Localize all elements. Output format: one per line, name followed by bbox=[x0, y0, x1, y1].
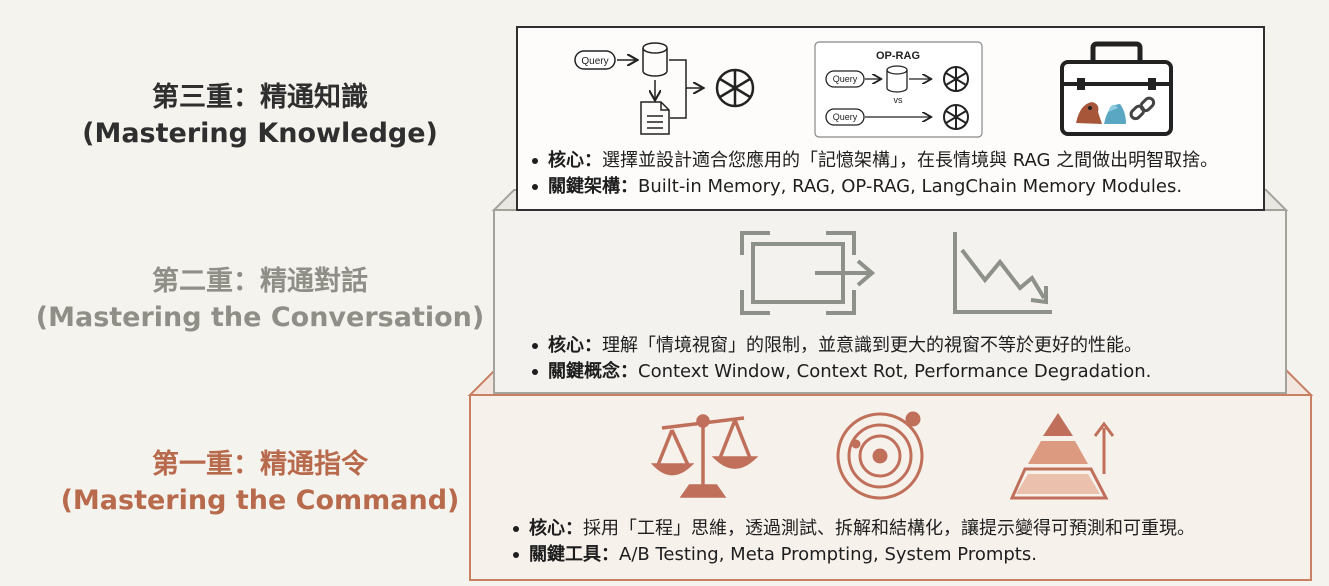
expanding-window-icon bbox=[740, 231, 876, 315]
vs-label: vs bbox=[894, 95, 904, 105]
tier1-core-text: 採用「工程」思維，透過測試、拆解和結構化，讓提示變得可預測和可重現。 bbox=[583, 518, 1195, 539]
tier3-bullets: 核心： 選擇並設計適合您應用的「記憶架構」，在長情境與 RAG 之間做出明智取捨… bbox=[532, 148, 1218, 200]
tier2-core-row: 核心： 理解「情境視窗」的限制，並意識到更大的視窗不等於更好的性能。 bbox=[532, 333, 1151, 359]
tier3-title-en: (Mastering Knowledge) bbox=[82, 118, 438, 149]
tier1-bullets: 核心： 採用「工程」思維，透過測試、拆解和結構化，讓提示變得可預測和可重現。 關… bbox=[513, 516, 1195, 568]
tier3-core-text: 選擇並設計適合您應用的「記憶架構」，在長情境與 RAG 之間做出明智取捨。 bbox=[602, 150, 1219, 171]
tier1-title-en: (Mastering the Command) bbox=[60, 485, 460, 516]
tier2-core-key: 核心： bbox=[548, 335, 602, 356]
declining-chart-icon bbox=[953, 232, 1052, 314]
tier3-key-text: Built-in Memory, RAG, OP-RAG, LangChain … bbox=[638, 176, 1183, 197]
openai-logo-icon bbox=[715, 68, 755, 108]
tier3-core-row: 核心： 選擇並設計適合您應用的「記憶架構」，在長情境與 RAG 之間做出明智取捨… bbox=[532, 148, 1218, 174]
tier3-key-row: 關鍵架構： Built-in Memory, RAG, OP-RAG, Lang… bbox=[532, 174, 1218, 200]
tier2-core-text: 理解「情境視窗」的限制，並意識到更大的視窗不等於更好的性能。 bbox=[602, 335, 1142, 356]
bullet-dot bbox=[532, 343, 538, 349]
tier2-key-text: Context Window, Context Rot, Performance… bbox=[638, 361, 1152, 382]
bullet-dot bbox=[532, 158, 538, 164]
openai-logo-icon bbox=[943, 104, 969, 130]
tier2-title-zh: 第二重：精通對話 bbox=[152, 266, 368, 297]
tier3-title: 第三重：精通知識 (Mastering Knowledge) bbox=[20, 80, 500, 152]
tier2-title: 第二重：精通對話 (Mastering the Conversation) bbox=[20, 264, 500, 336]
tier1-key-text: A/B Testing, Meta Prompting, System Prom… bbox=[619, 544, 1037, 565]
tier3-title-zh: 第三重：精通知識 bbox=[152, 82, 368, 113]
orbit-target-icon bbox=[836, 411, 924, 500]
database-icon bbox=[642, 42, 668, 77]
tier1-core-key: 核心： bbox=[529, 518, 583, 539]
bullet-dot bbox=[513, 526, 519, 532]
tier2-key-key: 關鍵概念： bbox=[548, 361, 638, 382]
database-icon bbox=[886, 65, 908, 93]
tier2-title-en: (Mastering the Conversation) bbox=[35, 302, 485, 333]
tier1-title-zh: 第一重：精通指令 bbox=[152, 449, 368, 480]
balance-scale-icon bbox=[650, 414, 759, 498]
query-label: Query bbox=[581, 56, 608, 67]
query-label: Query bbox=[833, 74, 858, 84]
tier3-core-key: 核心： bbox=[548, 150, 602, 171]
query-label: Query bbox=[833, 112, 858, 122]
tier3-key-key: 關鍵架構： bbox=[548, 176, 638, 197]
parrot-icon bbox=[1076, 102, 1126, 124]
pyramid-up-arrow-icon bbox=[1009, 413, 1115, 500]
tier2-bullets: 核心： 理解「情境視窗」的限制，並意識到更大的視窗不等於更好的性能。 關鍵概念：… bbox=[532, 333, 1151, 385]
document-icon bbox=[640, 101, 670, 135]
bullet-dot bbox=[532, 184, 538, 190]
op-rag-title: OP-RAG bbox=[876, 50, 920, 62]
tier1-key-key: 關鍵工具： bbox=[529, 544, 619, 565]
openai-logo-icon bbox=[943, 66, 969, 92]
tier1-title: 第一重：精通指令 (Mastering the Command) bbox=[20, 447, 500, 519]
chain-link-icon bbox=[1129, 96, 1156, 121]
tier1-key-row: 關鍵工具： A/B Testing, Meta Prompting, Syste… bbox=[513, 542, 1195, 568]
bullet-dot bbox=[513, 552, 519, 558]
tier2-key-row: 關鍵概念： Context Window, Context Rot, Perfo… bbox=[532, 359, 1151, 385]
bullet-dot bbox=[532, 369, 538, 375]
rag-flow-diagram bbox=[574, 42, 702, 135]
tier1-core-row: 核心： 採用「工程」思維，透過測試、拆解和結構化，讓提示變得可預測和可重現。 bbox=[513, 516, 1195, 542]
